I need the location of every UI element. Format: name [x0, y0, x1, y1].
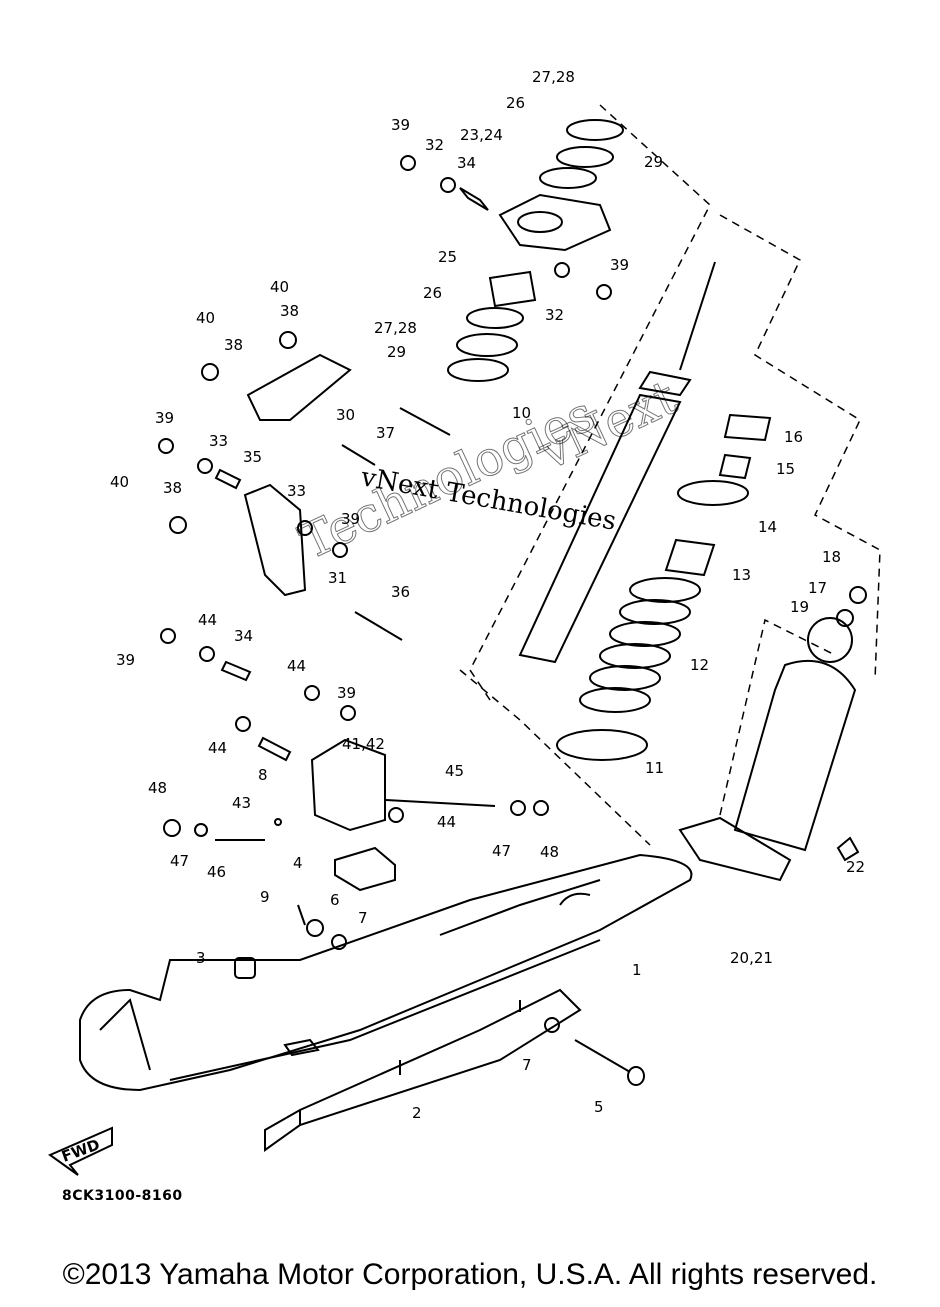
callout-label: 44 [198, 611, 217, 629]
pin-bushing-parts [158, 155, 612, 762]
callout-label: 29 [644, 153, 663, 171]
callout-label: 10 [512, 404, 531, 422]
callout-label: 48 [540, 843, 559, 861]
callout-label: 40 [196, 309, 215, 327]
callout-label: 39 [610, 256, 629, 274]
callout-label: 27,28 [532, 68, 575, 86]
callout-label: 36 [391, 583, 410, 601]
callout-label: 2 [412, 1104, 422, 1122]
callout-label: 37 [376, 424, 395, 442]
diagram-code: 8CK3100-8160 [62, 1188, 183, 1204]
callout-label: 39 [155, 409, 174, 427]
wear-bar-part [264, 988, 582, 1152]
callout-label: 8 [258, 766, 268, 784]
callout-label: 39 [391, 116, 410, 134]
callout-label: 9 [260, 888, 270, 906]
link-arm-part [169, 483, 403, 641]
callout-label: 46 [207, 863, 226, 881]
callout-label: 44 [208, 739, 227, 757]
callout-label: 33 [287, 482, 306, 500]
fastener-parts [297, 904, 560, 1033]
mount-washer-parts [447, 119, 624, 382]
spring-seat-parts [556, 413, 772, 761]
bolt-part [574, 1039, 645, 1086]
callout-label: 35 [243, 448, 262, 466]
callout-label: 44 [287, 657, 306, 675]
ski-part [79, 853, 693, 1092]
callout-label: 43 [232, 794, 251, 812]
callout-label: 22 [846, 858, 865, 876]
callout-label: 39 [116, 651, 135, 669]
nut-part [234, 957, 256, 979]
group-outlines [459, 104, 881, 846]
callout-label: 26 [506, 94, 525, 112]
watermark: vNext Technologies vNext Technologies [291, 369, 686, 572]
callout-label: 33 [209, 432, 228, 450]
upper-bracket-part [498, 193, 612, 252]
callout-label: 40 [110, 473, 129, 491]
upper-link-part [201, 331, 451, 466]
spindle-housing-part [163, 738, 549, 841]
callout-label: 32 [425, 136, 444, 154]
callout-label: 30 [336, 406, 355, 424]
callout-label: 27,28 [374, 319, 417, 337]
callout-label: 34 [234, 627, 253, 645]
callout-label: 1 [632, 961, 642, 979]
callout-label: 11 [645, 759, 664, 777]
part-labels: 1 2 3 4 5 6 7 7 8 9 10 11 12 13 14 15 16… [110, 68, 865, 1122]
callout-label: 47 [492, 842, 511, 860]
callout-label: 31 [328, 569, 347, 587]
callout-label: 18 [822, 548, 841, 566]
shock-absorber-part [518, 261, 716, 664]
callout-label: 17 [808, 579, 827, 597]
callout-label: 15 [776, 460, 795, 478]
callout-label: 7 [522, 1056, 532, 1074]
fwd-label: FWD [59, 1135, 102, 1165]
callout-label: 48 [148, 779, 167, 797]
coil-spring-part [579, 577, 701, 713]
block-part [334, 846, 396, 892]
callout-label: 4 [293, 854, 303, 872]
fwd-arrow-icon [47, 1126, 113, 1176]
callout-label: 23,24 [460, 126, 503, 144]
callout-label: 29 [387, 343, 406, 361]
callout-label: 20,21 [730, 949, 773, 967]
callout-label: 5 [594, 1098, 604, 1116]
callout-label: 6 [330, 891, 340, 909]
callout-label: 47 [170, 852, 189, 870]
copyright-text: ©2013 Yamaha Motor Corporation, U.S.A. A… [62, 1258, 878, 1291]
callout-label: 40 [270, 278, 289, 296]
callout-label: 38 [224, 336, 243, 354]
callout-label: 25 [438, 248, 457, 266]
callout-label: 13 [732, 566, 751, 584]
reservoir-part [678, 586, 867, 882]
callout-label: 32 [545, 306, 564, 324]
callout-label: 12 [690, 656, 709, 674]
callout-label: 39 [337, 684, 356, 702]
callout-label: 38 [280, 302, 299, 320]
callout-label: 7 [358, 909, 368, 927]
callout-label: 3 [196, 949, 206, 967]
callout-label: 39 [341, 510, 360, 528]
callout-label: 45 [445, 762, 464, 780]
callout-label: 34 [457, 154, 476, 172]
callout-label: 41,42 [342, 735, 385, 753]
callout-label: 26 [423, 284, 442, 302]
callout-label: 44 [437, 813, 456, 831]
callout-label: 38 [163, 479, 182, 497]
callout-label: 16 [784, 428, 803, 446]
callout-label: 19 [790, 598, 809, 616]
callout-label: 14 [758, 518, 777, 536]
